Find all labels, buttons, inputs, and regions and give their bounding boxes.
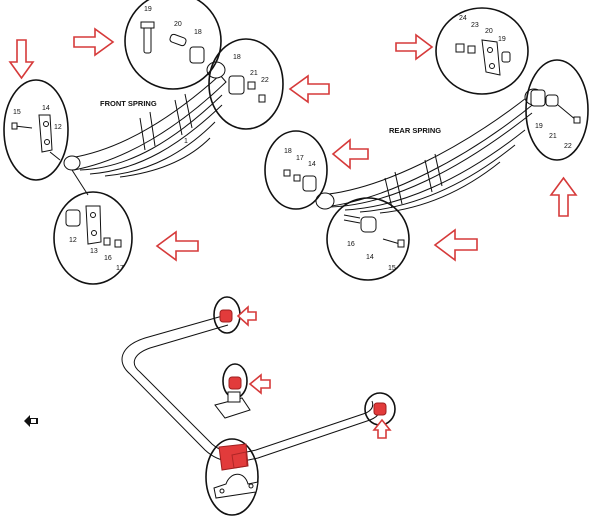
hollow-arrow-icon: [549, 176, 578, 217]
rear-top-number-2: 23: [471, 22, 479, 29]
rear-right-number-1: 19: [535, 123, 543, 130]
rear-right-number-3: 22: [564, 143, 572, 150]
front-left-callout: 15 14 12: [3, 79, 69, 181]
hollow-arrow-icon: [73, 27, 115, 57]
rear-left-number-1: 18: [284, 148, 292, 155]
front-left-number-3: 12: [54, 124, 62, 131]
sway-bar: [121, 314, 381, 462]
front-top-number-1: 19: [144, 6, 152, 13]
front-bottom-number-4: 17: [116, 265, 124, 272]
front-spring-assembly: 1 FRONT SPRING: [49, 61, 227, 196]
front-right-number-1: 18: [233, 54, 241, 61]
rear-spring-title: REAR SPRING: [389, 126, 441, 135]
rear-left-number-2: 17: [296, 155, 304, 162]
front-spring-eye-left: [63, 155, 81, 171]
rear-left-callout: 18 17 14: [264, 130, 328, 210]
hollow-arrow-icon: [331, 138, 369, 170]
rear-bottom-number-3: 15: [388, 265, 396, 272]
rear-spring-eye-left: [315, 192, 335, 210]
front-right-callout: 18 21 22: [208, 38, 284, 130]
hollow-arrow-icon: [8, 39, 35, 80]
front-right-number-3: 22: [261, 77, 269, 84]
rear-bottom-number-2: 14: [366, 254, 374, 261]
front-bottom-number-2: 13: [90, 248, 98, 255]
rear-left-number-3: 14: [308, 161, 316, 168]
sway-bar-assembly: [24, 296, 396, 516]
front-left-number-2: 14: [42, 105, 50, 112]
hollow-arrow-icon: [395, 33, 434, 61]
front-spring-title: FRONT SPRING: [100, 99, 157, 108]
front-right-number-2: 21: [250, 70, 258, 77]
front-bottom-number-1: 12: [69, 237, 77, 244]
hollow-arrow-icon: [372, 418, 392, 439]
hollow-arrow-icon: [155, 230, 199, 262]
rear-top-number-1: 24: [459, 15, 467, 22]
rear-top-callout: 24 23 20 19: [435, 7, 529, 95]
front-top-number-3: 18: [194, 29, 202, 36]
rear-right-number-2: 21: [549, 133, 557, 140]
front-spring-center-number: 1: [184, 138, 188, 145]
front-leaf-spring: [69, 74, 227, 171]
hollow-arrow-icon: [288, 74, 330, 104]
rear-right-callout: 19 21 22: [525, 59, 589, 161]
front-top-number-2: 20: [174, 21, 182, 28]
front-bottom-number-3: 16: [104, 255, 112, 262]
direction-marker-icon: [24, 415, 38, 427]
hollow-arrow-icon: [248, 373, 271, 395]
rear-bottom-number-1: 16: [347, 241, 355, 248]
front-left-number-1: 15: [13, 109, 21, 116]
rear-spring-assembly: REAR SPRING: [315, 88, 544, 214]
hollow-arrow-icon: [236, 305, 257, 327]
rear-top-number-4: 19: [498, 36, 506, 43]
rear-bottom-callout: 16 14 15: [326, 197, 410, 281]
hollow-arrow-icon: [433, 228, 478, 262]
front-top-callout: 19 20 18: [124, 0, 222, 90]
callout-arrows: [8, 27, 578, 262]
front-bottom-callout: 12 13 16 17: [53, 191, 133, 285]
rear-top-number-3: 20: [485, 28, 493, 35]
